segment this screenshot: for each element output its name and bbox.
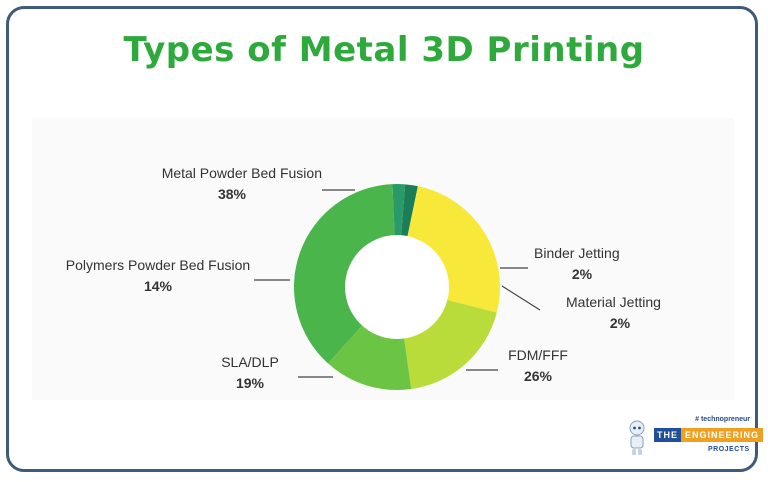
robot-mascot-icon [629,420,645,455]
slice-label-material-jetting: Material Jetting [566,294,661,310]
slice-label-metal-powder-bed-fusion: Metal Powder Bed Fusion [162,165,322,181]
slice-label-polymers-powder-bed-fusion: Polymers Powder Bed Fusion [66,257,250,273]
slice-label-binder-jetting: Binder Jetting [534,245,620,261]
slice-percent-sla-dlp: 19% [236,375,265,391]
slice-percent-fdm-fff: 26% [524,368,553,384]
slice-percent-metal-powder-bed-fusion: 38% [218,186,247,202]
brand-logo: # technopreneur THE ENGINEERING PROJECTS [626,416,764,464]
slice-label-fdm-fff: FDM/FFF [508,347,568,363]
logo-tagline: # technopreneur [695,416,750,423]
slice-metal-powder-bed-fusion [294,184,397,364]
slice-percent-polymers-powder-bed-fusion: 14% [144,278,173,294]
logo-the: THE [654,428,681,442]
logo-engineering: ENGINEERING [681,428,764,442]
leader-line-material-jetting [501,285,541,311]
chart-title: Types of Metal 3D Printing [123,30,645,70]
donut-hole [345,235,449,339]
slice-percent-binder-jetting: 2% [572,266,593,282]
slice-labels: Metal Powder Bed Fusion 38% Binder Jetting… [66,165,661,391]
logo-projects: PROJECTS [708,446,750,453]
slice-percent-material-jetting: 2% [610,315,631,331]
slice-label-sla-dlp: SLA/DLP [221,354,279,370]
logo-wordmark: THE ENGINEERING [654,428,764,442]
